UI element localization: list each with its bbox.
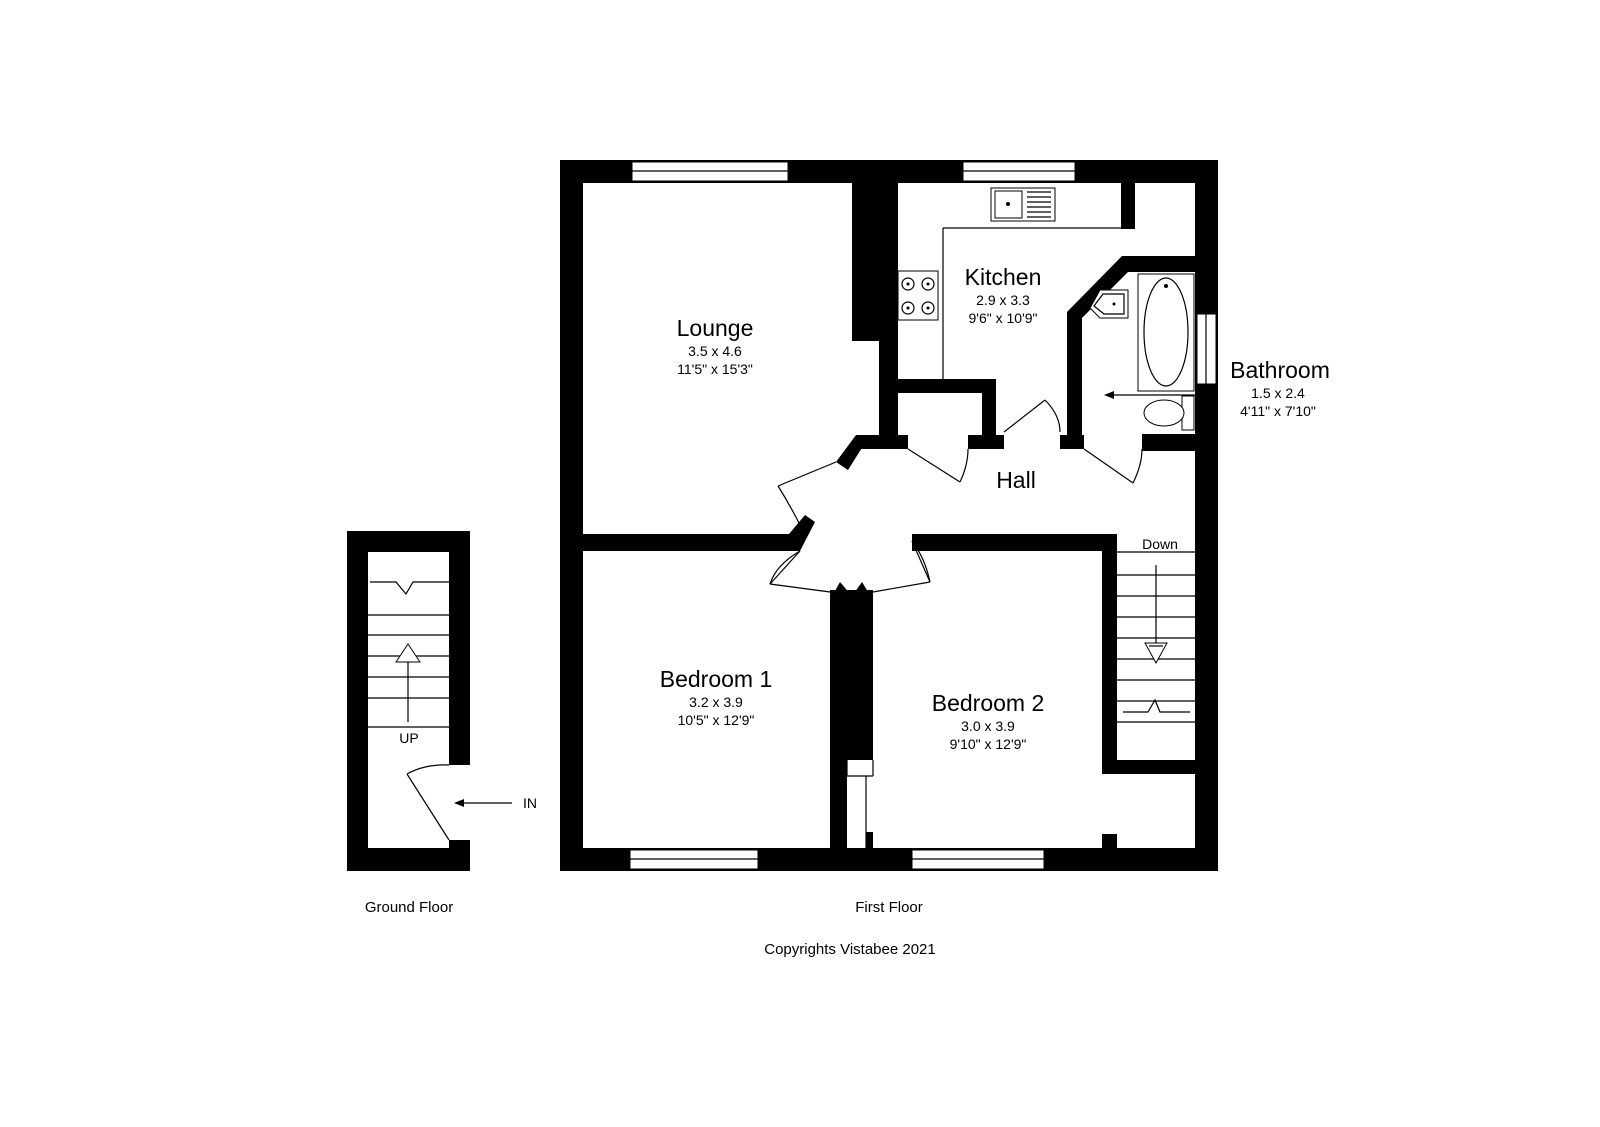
first-floor-plan [560,160,1218,871]
lounge-imperial: 11'5" x 15'3" [677,361,753,377]
cupboard-right-wall [982,379,996,449]
kitchen-imperial: 9'6" x 10'9" [969,310,1038,326]
entrance-label: IN [523,795,537,811]
kitchen-metric: 2.9 x 3.3 [976,292,1030,308]
bathroom-bottom-wall [1142,434,1195,451]
stairs-up [368,581,449,728]
kitchen-name: Kitchen [965,264,1042,290]
gf-wall-right [449,531,470,765]
lounge-name: Lounge [677,315,754,341]
wardrobe-post [866,832,873,848]
gf-wall-right-stub [449,840,470,871]
gf-wall-left [347,531,368,871]
kitchen-nook-wall [1121,183,1135,229]
bedroom2-imperial: 9'10" x 12'9" [950,736,1027,752]
bedroom-divider-lower [830,760,847,848]
outer-wall-left [560,160,583,871]
basin-icon [1089,289,1129,319]
hall-top-wall-c [1060,435,1084,449]
stair-left-wall [1102,534,1117,772]
entrance-arrow-icon [454,799,512,807]
hob-icon [897,270,939,321]
stairs-down-arrow-icon [1144,642,1168,665]
bedroom2-cupboard-post [1102,834,1117,848]
lounge-bedroom1-wall [583,534,789,551]
stair-bottom-wall [1102,760,1195,774]
gf-door-swing [406,764,450,841]
door-swings [769,399,1143,593]
bathroom-name: Bathroom [1230,357,1330,383]
bedroom2-metric: 3.0 x 3.9 [961,718,1015,734]
first-floor-caption: First Floor [855,899,923,916]
bathroom-imperial: 4'11" x 7'10" [1240,403,1316,419]
hall-top-wall-a [856,435,908,449]
bathroom-arrow-icon [1104,391,1212,399]
copyright-text: Copyrights Vistabee 2021 [764,941,936,958]
hall-top-wall-b [968,435,1004,449]
gf-wall-bottom [347,848,470,871]
bedroom2-name: Bedroom 2 [932,690,1045,716]
lounge-door-wall [836,435,870,470]
stairs-down [1117,551,1195,723]
bedroom2-top-wall [912,534,1105,551]
bath-icon [1137,273,1195,392]
kitchen-worktop [942,227,1121,379]
divider-top-notch [830,582,873,600]
stairs-up-arrow-icon [395,643,421,663]
ground-floor-plan [347,531,512,871]
bedroom1-name: Bedroom 1 [660,666,773,692]
ground-floor-caption: Ground Floor [365,899,453,916]
lounge-kitchen-wall [879,183,898,441]
bedroom1-metric: 3.2 x 3.9 [689,694,743,710]
stairs-down-label: Down [1142,536,1178,552]
gf-wall-top [347,531,470,552]
bedroom-divider-wall [830,590,873,760]
wardrobe-outline [846,760,874,848]
stairs-up-label: UP [399,730,418,746]
cupboard-top-wall [898,379,995,393]
outer-wall-right [1195,160,1218,871]
lounge-corner-wall [789,515,815,551]
kitchen-sink-icon [990,187,1056,222]
toilet-icon [1143,395,1195,431]
bathroom-angled-wall [1067,256,1195,441]
hall-name: Hall [996,467,1036,493]
bedroom1-imperial: 10'5" x 12'9" [678,712,755,728]
bathroom-metric: 1.5 x 2.4 [1251,385,1305,401]
lounge-metric: 3.5 x 4.6 [688,343,742,359]
